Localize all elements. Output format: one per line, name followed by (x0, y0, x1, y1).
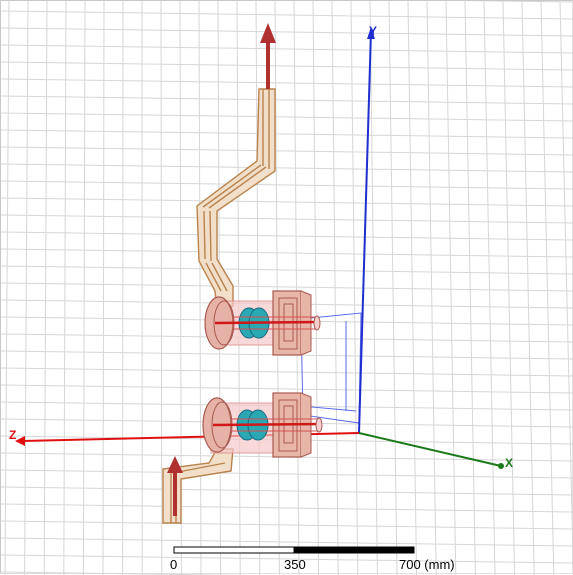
z-axis-label: Z (9, 428, 16, 442)
scale-tick-700: 700 (mm) (399, 557, 455, 572)
top-port-arrow (260, 23, 276, 89)
scale-tick-0: 0 (170, 557, 177, 572)
upper-transition-assembly[interactable] (205, 291, 320, 355)
scale-tick-350: 350 (284, 557, 306, 572)
x-axis: X (359, 433, 513, 470)
lower-transition-assembly[interactable] (203, 393, 322, 457)
y-axis-label: Y (369, 24, 377, 38)
upper-waveguide[interactable] (197, 89, 275, 311)
x-axis-label: X (505, 456, 513, 470)
